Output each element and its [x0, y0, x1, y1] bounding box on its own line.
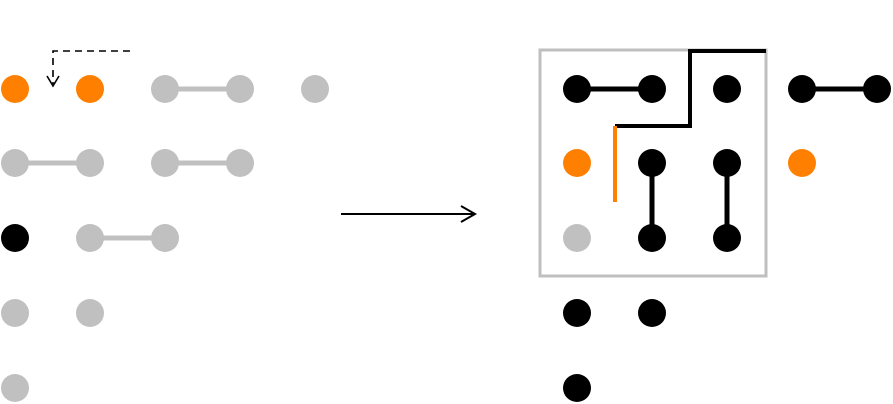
before-node-b4 — [226, 149, 254, 177]
after-node-s2 — [638, 299, 666, 327]
after-node-r1 — [563, 224, 591, 252]
before-node-a1 — [1, 75, 29, 103]
after-node-r3 — [713, 224, 741, 252]
selection-frame — [538, 48, 768, 278]
before-node-a5 — [301, 75, 329, 103]
after-node-t1 — [563, 374, 591, 402]
before-node-d2 — [76, 299, 104, 327]
edges-layer — [12, 86, 880, 241]
dashed-move-arrow — [52, 50, 130, 84]
selection-frame-layer — [538, 48, 768, 278]
before-node-c3 — [151, 224, 179, 252]
transform-arrow-head-icon — [460, 205, 478, 223]
before-node-b2 — [76, 149, 104, 177]
after-node-p3 — [713, 75, 741, 103]
cuts-layer — [613, 49, 766, 202]
after-node-q2 — [638, 149, 666, 177]
before-node-b1 — [1, 149, 29, 177]
after-node-s1 — [563, 299, 591, 327]
after-node-q1 — [563, 149, 591, 177]
after-node-p1 — [563, 75, 591, 103]
before-node-a2 — [76, 75, 104, 103]
after-node-q3 — [713, 149, 741, 177]
black-cut-line — [615, 49, 766, 128]
before-node-d1 — [1, 299, 29, 327]
after-node-r2 — [638, 224, 666, 252]
before-node-a3 — [151, 75, 179, 103]
nodes-layer — [1, 75, 891, 402]
after-node-p2 — [638, 75, 666, 103]
arrows-layer — [46, 50, 478, 223]
before-node-c1 — [1, 224, 29, 252]
dashed-arrow-head-icon — [46, 75, 60, 88]
before-node-c2 — [76, 224, 104, 252]
after-node-p4 — [788, 75, 816, 103]
before-node-a4 — [226, 75, 254, 103]
after-node-q4 — [788, 149, 816, 177]
after-node-p5 — [863, 75, 891, 103]
before-node-e1 — [1, 374, 29, 402]
before-node-b3 — [151, 149, 179, 177]
